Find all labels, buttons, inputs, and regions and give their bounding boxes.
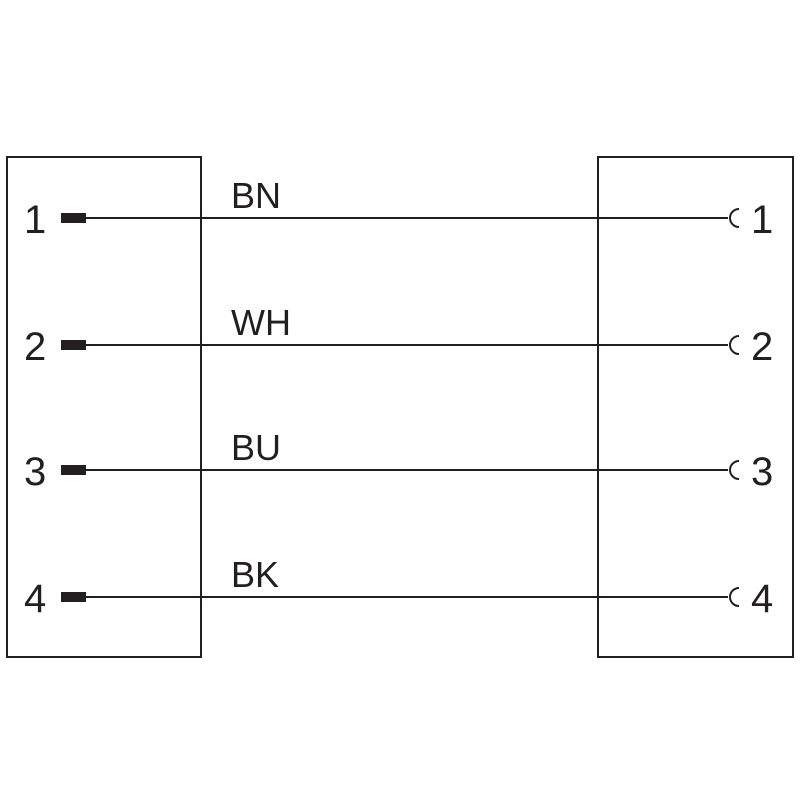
wire-group: 1 BN 1 2 WH 2 3 BU 3 4 BK 4: [24, 175, 773, 621]
right-pin-number: 1: [751, 198, 773, 242]
right-pin-number: 3: [751, 450, 773, 494]
right-pin-number: 4: [751, 577, 773, 621]
left-pin-number: 1: [24, 198, 46, 242]
male-pin-icon: [61, 340, 86, 350]
left-pin-number: 2: [24, 325, 46, 369]
right-connector-housing: [597, 156, 794, 658]
female-socket-icon: [729, 208, 740, 228]
male-pin-icon: [61, 465, 86, 475]
wire-row: 4 BK 4: [24, 554, 773, 621]
female-socket-icon: [729, 460, 740, 480]
right-pin-number: 2: [751, 325, 773, 369]
wire-color-label: BN: [231, 175, 281, 216]
wire-row: 2 WH 2: [24, 302, 773, 369]
female-socket-icon: [729, 587, 740, 607]
left-connector-housing: [6, 156, 202, 658]
wire-row: 3 BU 3: [24, 427, 773, 494]
male-pin-icon: [61, 592, 86, 602]
female-socket-icon: [729, 335, 740, 355]
wire-color-label: WH: [231, 302, 291, 343]
male-pin-icon: [61, 213, 86, 223]
wire-row: 1 BN 1: [24, 175, 773, 242]
wire-color-label: BU: [231, 427, 281, 468]
wire-color-label: BK: [231, 554, 279, 595]
left-pin-number: 3: [24, 450, 46, 494]
left-pin-number: 4: [24, 577, 46, 621]
